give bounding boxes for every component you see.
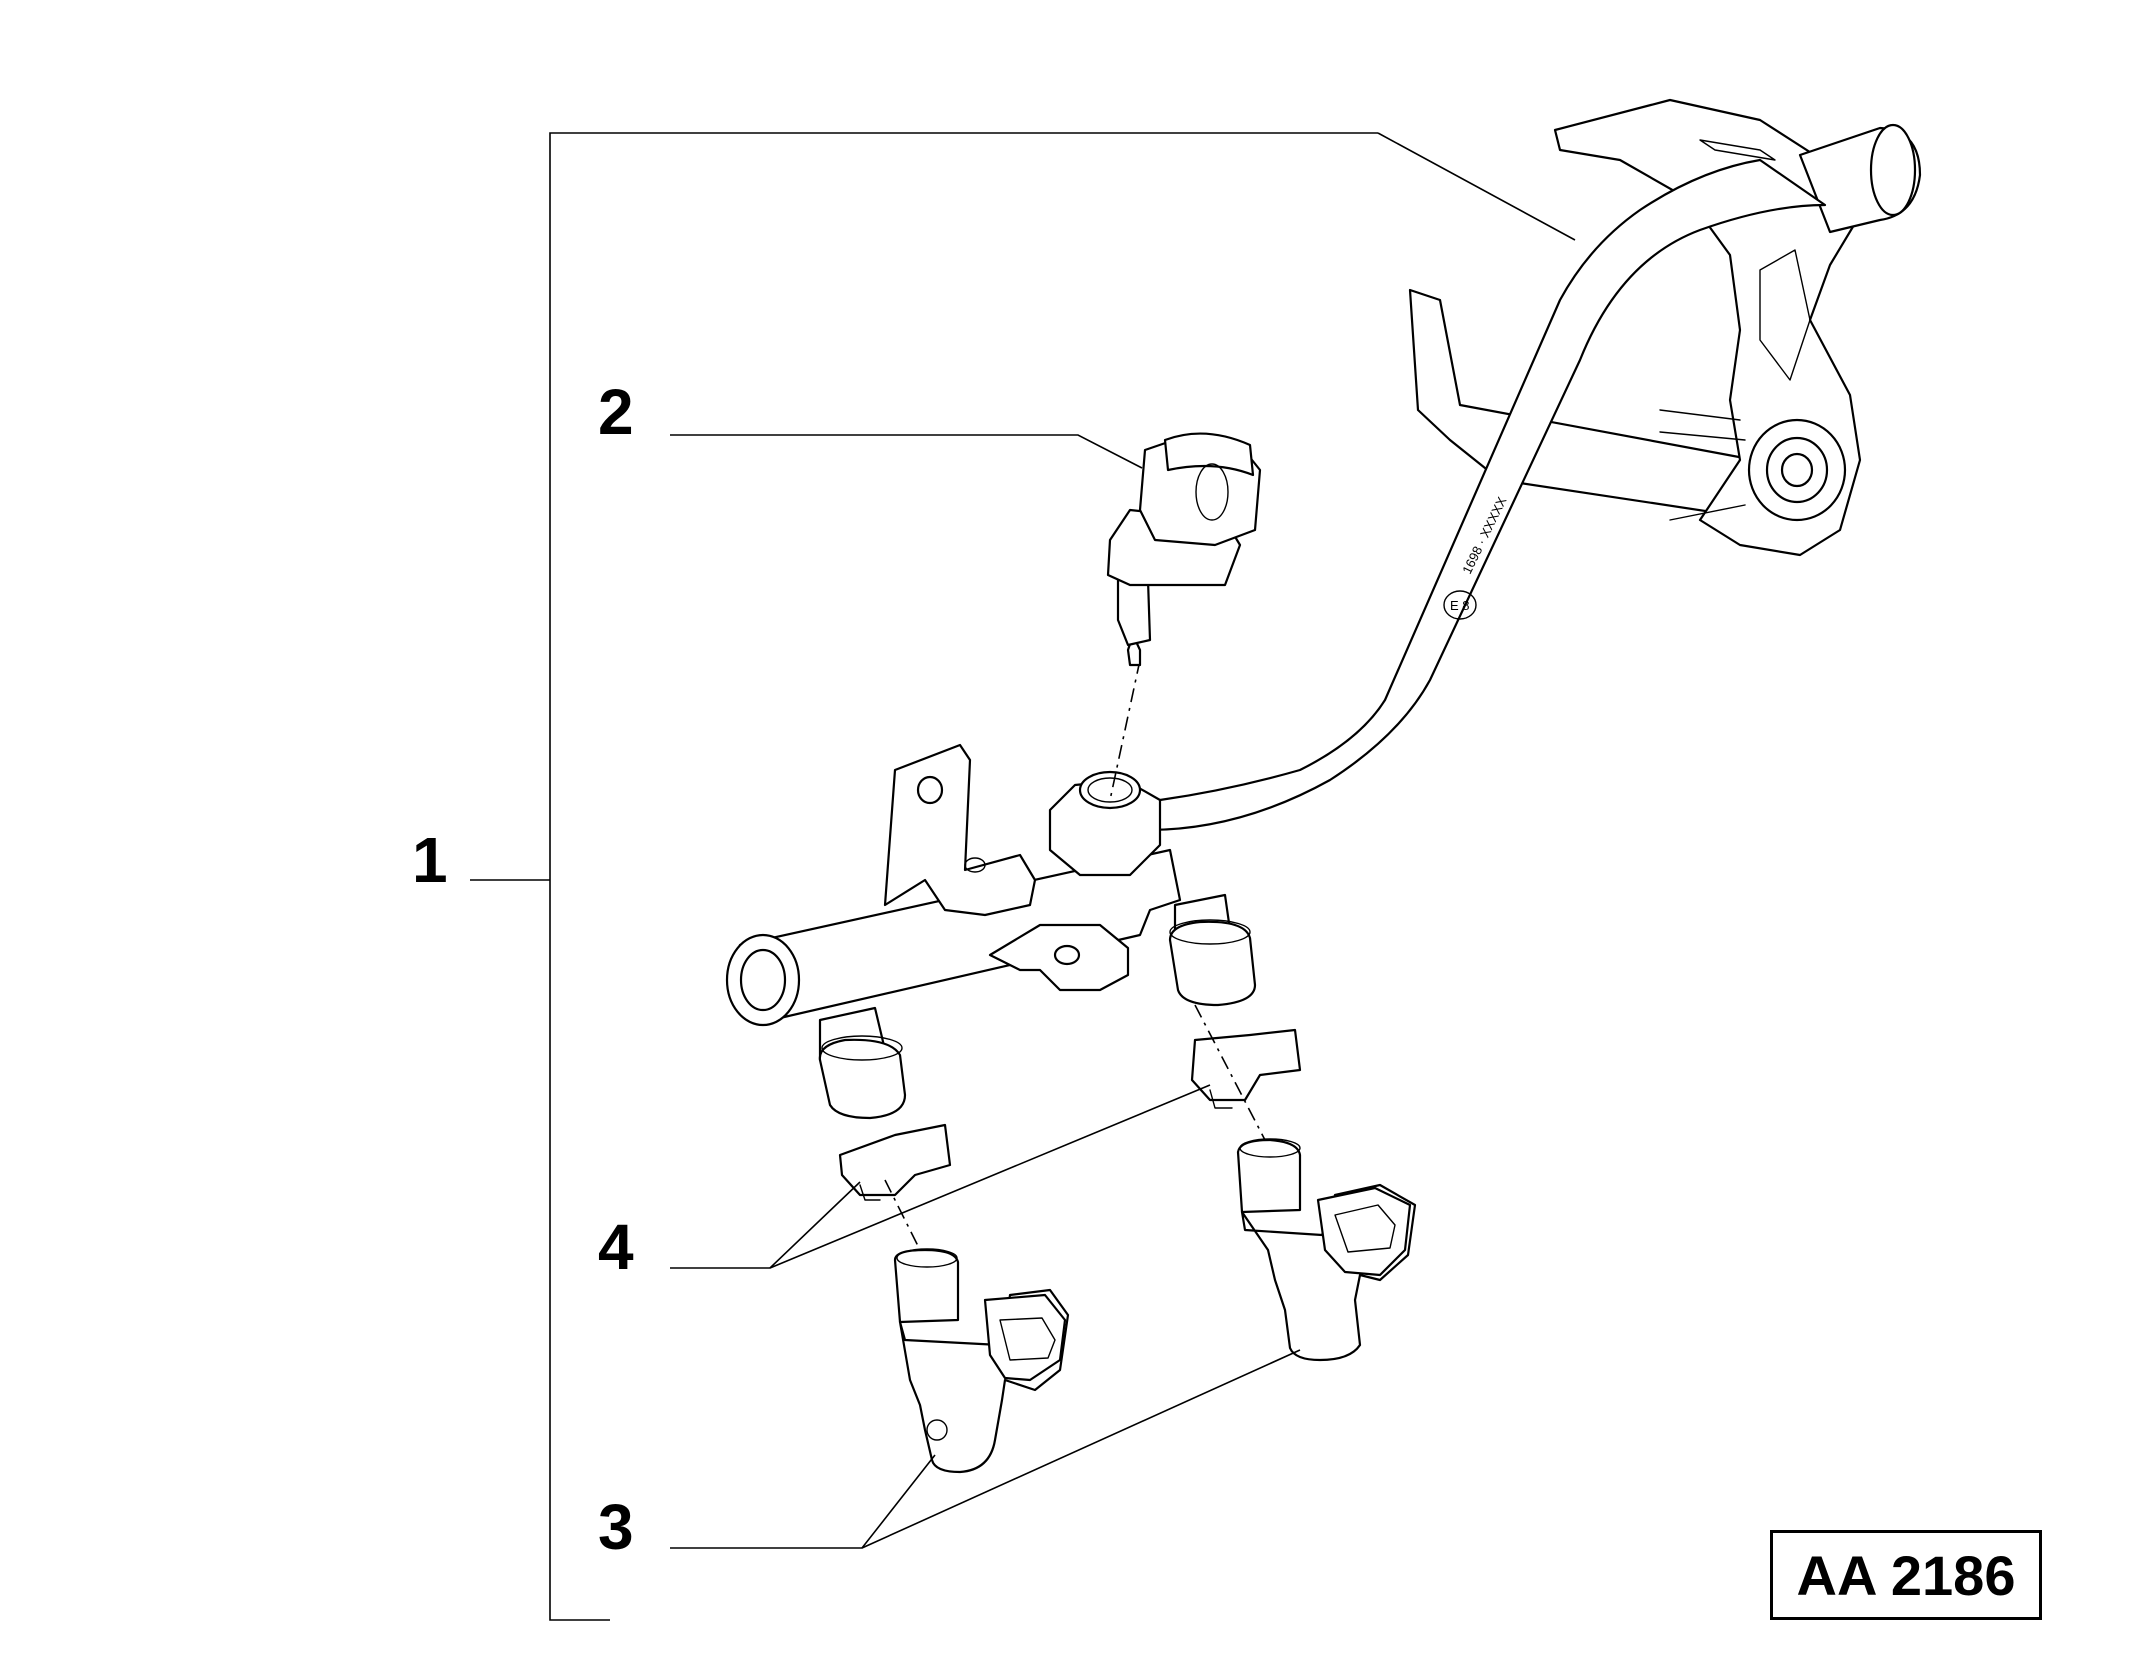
fuel-injector-right (1236, 1138, 1417, 1362)
callout-part-1: 1 (412, 824, 448, 896)
callout-part-2: 2 (598, 376, 634, 448)
retaining-clip-right (1190, 1028, 1302, 1109)
alignment-lines (884, 1004, 1266, 1251)
injector-cup-right (1168, 893, 1257, 1007)
assembly-bracket-leader (470, 132, 1576, 1621)
pressure-sensor (1106, 432, 1262, 801)
drawing-reference-label: AA 2186 (1770, 1530, 2042, 1620)
fuel-rail (725, 743, 1182, 1027)
injector-cup-left (818, 1006, 907, 1120)
callout-part-3: 3 (598, 1491, 634, 1563)
retaining-clip-left (838, 1123, 952, 1201)
pipe-stamp-mark: E 8 (1450, 598, 1470, 613)
callout-leaders (670, 434, 1301, 1549)
callout-part-4: 4 (598, 1211, 634, 1283)
fuel-injector-left (893, 1248, 1070, 1474)
